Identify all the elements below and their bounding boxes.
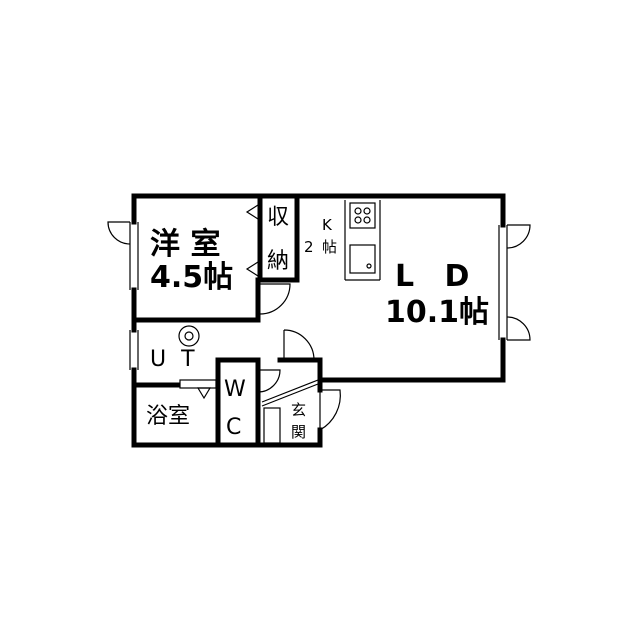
right-window-top	[498, 224, 531, 341]
sink	[349, 244, 376, 274]
wc-label-2: C	[226, 415, 241, 440]
wc-door	[257, 369, 281, 393]
left-window	[107, 221, 139, 290]
kitchen-letter: K	[322, 216, 333, 234]
washer-icon	[178, 325, 200, 347]
interior-walls	[131, 193, 323, 448]
entrance-label-2: 関	[291, 423, 306, 441]
entrance-step	[261, 379, 319, 444]
western-room-name: 洋 室	[150, 227, 220, 262]
kitchen-size-unit: 帖	[322, 238, 337, 256]
entrance-door	[319, 389, 341, 431]
storage-label-2: 納	[267, 249, 289, 274]
bath-door	[179, 379, 217, 400]
ut-label: U T	[150, 347, 195, 372]
storage-label-1: 収	[267, 205, 289, 230]
wc-label-1: W	[224, 377, 246, 402]
western-door	[259, 283, 291, 315]
western-room-size: 4.5帖	[150, 260, 233, 295]
entrance-label-1: 玄	[291, 401, 306, 419]
ut-window	[129, 330, 139, 370]
kitchen-counter	[344, 200, 381, 281]
bath-label: 浴室	[146, 404, 190, 429]
ut-door	[283, 329, 315, 361]
kitchen-size-num: 2	[304, 238, 314, 256]
ld-name: L D	[395, 259, 469, 294]
stove	[349, 202, 376, 229]
ld-size: 10.1帖	[385, 295, 489, 330]
storage-door-marks	[245, 204, 259, 277]
